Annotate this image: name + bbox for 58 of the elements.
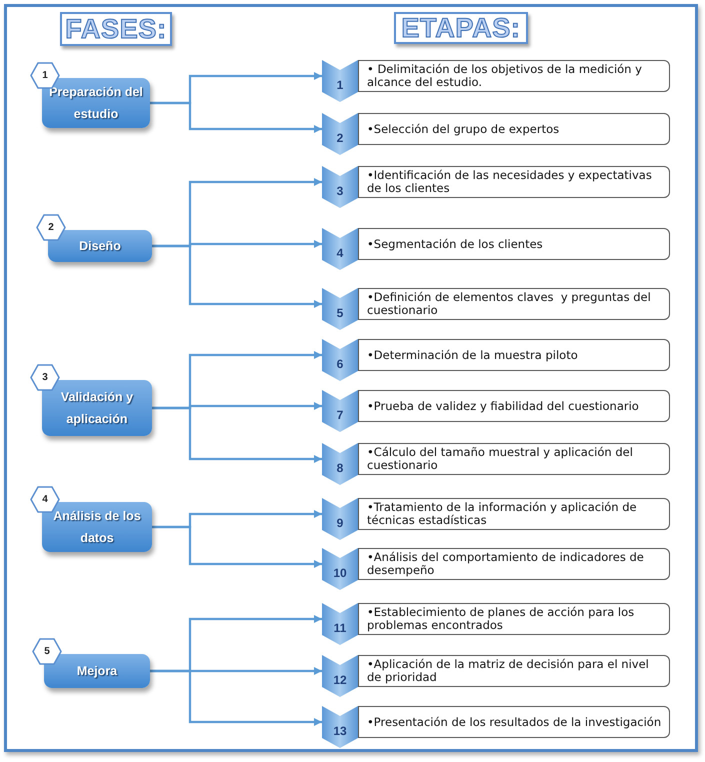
- header-box: [394, 12, 528, 44]
- connector-arrow: [152, 526, 322, 568]
- stage-description: •Identificación de las necesidades y expectativas de los clientes: [367, 169, 653, 195]
- stage-number: 5: [336, 305, 344, 322]
- phase-number: 5: [44, 645, 50, 659]
- stage-description: •Establecimiento de planes de acción para los problemas encontrados: [367, 606, 636, 632]
- stage-item: [322, 498, 670, 540]
- stage-item: [322, 339, 670, 381]
- stage-item: [322, 443, 670, 485]
- phase-label: Diseño: [79, 238, 121, 255]
- phase-number: 1: [42, 69, 48, 83]
- connector-arrow: [150, 102, 322, 133]
- stage-number: 12: [333, 672, 347, 689]
- stage-description: •Selección del grupo de expertos: [367, 122, 560, 136]
- stage-item: [322, 603, 670, 645]
- stage-item: [322, 390, 670, 432]
- stage-description: • Delimitación de los objetivos de la medición y alcance del estudio.: [367, 63, 643, 89]
- stage-number: 1: [336, 77, 344, 94]
- stage-description: •Análisis del comportamiento de indicadores de desempeño: [367, 551, 645, 577]
- stage-number: 6: [336, 356, 344, 373]
- stage-description: •Aplicación de la matriz de decisión para el nivel de prioridad: [367, 658, 650, 684]
- stage-description: •Tratamiento de la información y aplicación de técnicas estadísticas: [367, 501, 638, 527]
- stage-description: •Definición de elementos claves y preguntas del cuestionario: [367, 291, 652, 317]
- stage-description: •Segmentación de los clientes: [367, 238, 544, 250]
- stage-description: •Presentación de los resultados de la investigación: [367, 716, 662, 728]
- stage-description: •Cálculo del tamaño muestral y aplicación del cuestionario: [367, 446, 634, 472]
- stage-item: [322, 548, 670, 590]
- stage-number: 13: [333, 723, 347, 740]
- stage-number: 2: [336, 130, 344, 147]
- stage-item: [322, 655, 670, 697]
- stage-item: [322, 706, 670, 748]
- stage-number: 8: [336, 460, 344, 477]
- stage-number: 4: [336, 245, 344, 262]
- connector-arrow: [150, 670, 322, 726]
- header-title: FASES:: [65, 16, 167, 42]
- stage-number: 11: [334, 620, 346, 637]
- phase-number: 4: [42, 493, 48, 507]
- stage-description: •Determinación de la muestra piloto: [367, 348, 579, 362]
- connector-arrow: [152, 406, 322, 463]
- header-box: [60, 12, 172, 46]
- stage-number: 3: [336, 183, 344, 200]
- stage-number: 7: [336, 407, 344, 424]
- stage-item: [322, 288, 670, 330]
- phase-label: Mejora: [76, 663, 118, 680]
- stage-item: [322, 113, 670, 155]
- header-title: ETAPAS:: [401, 14, 521, 42]
- stage-item: [322, 228, 670, 270]
- phase-label: Preparación del estudio: [48, 84, 144, 123]
- phase-label: Análisis de los datos: [52, 508, 142, 547]
- stage-item: [322, 60, 670, 102]
- phase-label: Validación y aplicación: [60, 389, 134, 428]
- stage-number: 9: [336, 515, 344, 532]
- connector-arrow: [152, 244, 322, 308]
- stage-description: •Prueba de validez y fiabilidad del cuestionario: [367, 400, 640, 412]
- phase-number: 2: [48, 221, 54, 235]
- stage-item: [322, 166, 670, 208]
- stage-number: 10: [333, 565, 347, 582]
- phase-number: 3: [42, 371, 48, 385]
